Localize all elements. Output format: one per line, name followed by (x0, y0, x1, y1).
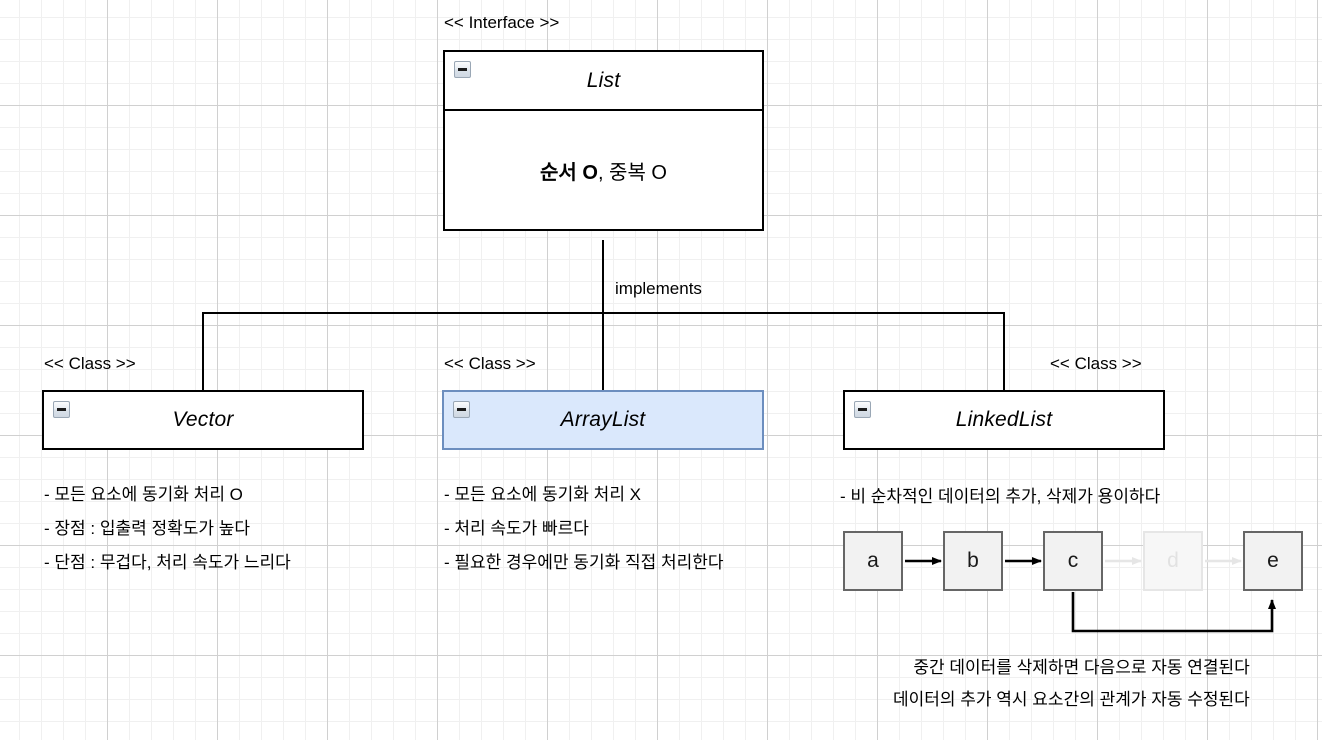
note-line: - 필요한 경우에만 동기화 직접 처리한다 (444, 553, 724, 572)
connector-drop-linkedlist (1003, 312, 1005, 390)
uml-class-vector-title: Vector (172, 408, 234, 431)
connector-stem-list (602, 240, 604, 313)
stereotype-vector: << Class >> (44, 354, 136, 373)
uml-class-arraylist[interactable]: ArrayList (442, 390, 764, 450)
linked-list-caption: 중간 데이터를 삭제하면 다음으로 자동 연결된다 데이터의 추가 역시 요소간… (893, 652, 1250, 716)
notes-linkedlist: - 비 순차적인 데이터의 추가, 삭제가 용이하다 (840, 480, 1160, 514)
list-node-c[interactable]: c (1043, 531, 1103, 591)
edge-label-implements: implements (615, 279, 702, 298)
arrow-c-to-e-relink (1071, 592, 1276, 633)
uml-class-arraylist-title: ArrayList (560, 408, 646, 431)
minus-icon[interactable] (854, 401, 871, 418)
caption-line: 중간 데이터를 삭제하면 다음으로 자동 연결된다 (913, 658, 1250, 677)
note-line: - 모든 요소에 동기화 처리 O (44, 485, 243, 504)
uml-class-list[interactable]: List 순서 O, 중복 O (443, 50, 764, 231)
list-node-b[interactable]: b (943, 531, 1003, 591)
note-line: - 모든 요소에 동기화 처리 X (444, 485, 642, 504)
list-node-d[interactable]: d (1143, 531, 1203, 591)
uml-class-list-title: List (586, 69, 621, 92)
uml-class-linkedlist-title: LinkedList (955, 408, 1053, 431)
note-line: - 장점 : 입출력 정확도가 높다 (44, 519, 251, 538)
note-line: - 비 순차적인 데이터의 추가, 삭제가 용이하다 (840, 487, 1161, 506)
note-line: - 처리 속도가 빠르다 (444, 519, 589, 538)
note-line: - 단점 : 무겁다, 처리 속도가 느리다 (44, 553, 291, 572)
uml-class-linkedlist[interactable]: LinkedList (843, 390, 1165, 450)
list-node-a[interactable]: a (843, 531, 903, 591)
notes-arraylist: - 모든 요소에 동기화 처리 X - 처리 속도가 빠르다 - 필요한 경우에… (444, 478, 724, 580)
minus-icon[interactable] (454, 61, 471, 78)
connector-bus (203, 312, 1005, 314)
uml-class-vector[interactable]: Vector (42, 390, 364, 450)
stereotype-arraylist: << Class >> (444, 354, 536, 373)
connector-drop-arraylist (602, 312, 604, 390)
connector-drop-vector (202, 312, 204, 390)
uml-list-order-text: 순서 O (540, 161, 598, 184)
notes-vector: - 모든 요소에 동기화 처리 O - 장점 : 입출력 정확도가 높다 - 단… (44, 478, 291, 580)
list-node-e[interactable]: e (1243, 531, 1303, 591)
uml-class-list-body: 순서 O, 중복 O (445, 111, 762, 229)
stereotype-interface: << Interface >> (444, 13, 560, 32)
minus-icon[interactable] (53, 401, 70, 418)
uml-divider (445, 109, 762, 111)
stereotype-linkedlist: << Class >> (1050, 354, 1142, 373)
uml-list-dup-text: , 중복 O (597, 161, 667, 184)
minus-icon[interactable] (453, 401, 470, 418)
caption-line: 데이터의 추가 역시 요소간의 관계가 자동 수정된다 (893, 690, 1250, 709)
